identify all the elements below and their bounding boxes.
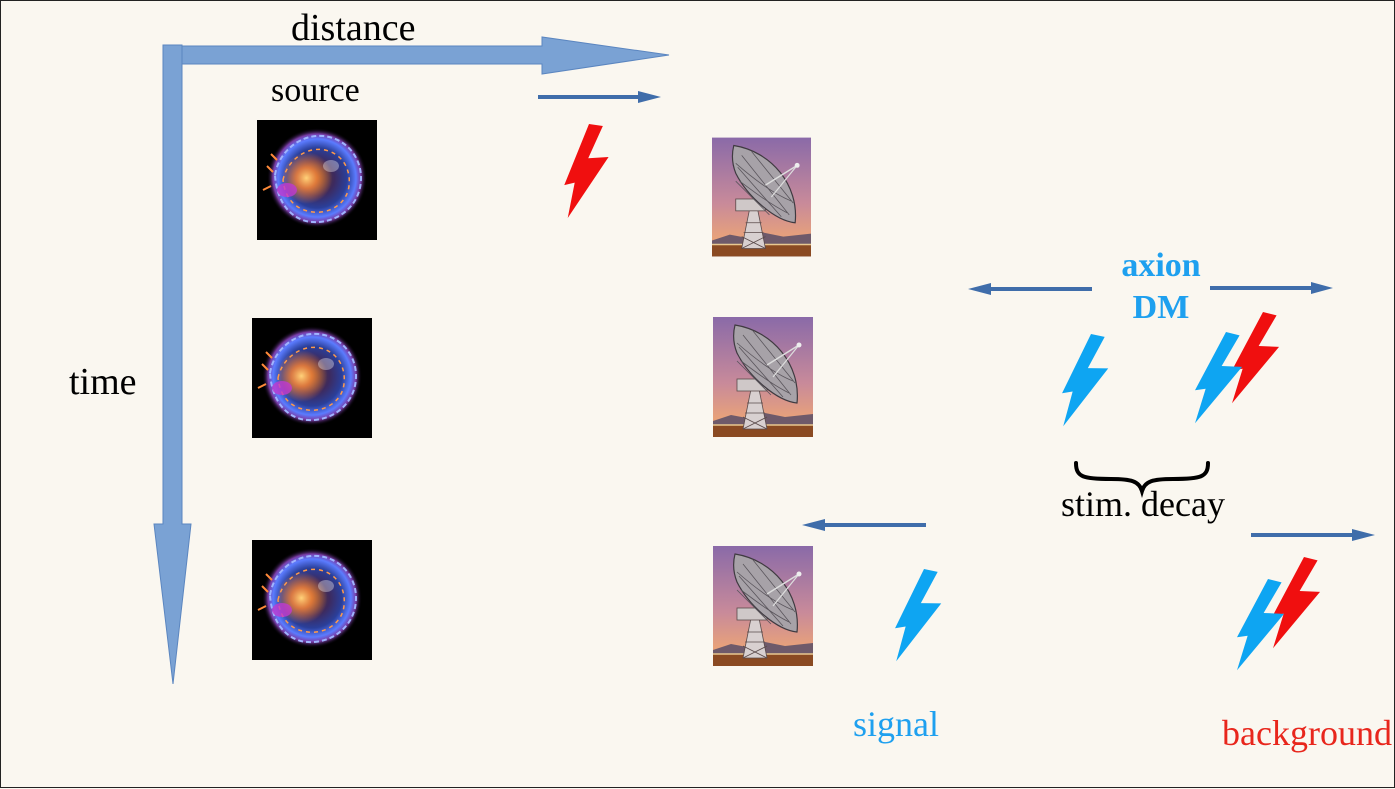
stimulated-decay-label: stim. decay <box>1061 484 1225 524</box>
propagation-arrow-right-background <box>1251 529 1375 541</box>
signal-label: signal <box>853 704 939 744</box>
telescope-image-3 <box>713 546 813 666</box>
propagation-arrow-right-1 <box>538 91 661 103</box>
propagation-arrow-left-axion <box>968 283 1092 295</box>
red-photon-bolt-right <box>1231 312 1280 404</box>
distance-axis-label: distance <box>291 7 416 49</box>
telescope-image-1 <box>712 137 811 257</box>
red-photon-bolt-source <box>564 124 609 218</box>
blue-photon-bolt-background <box>1236 579 1285 671</box>
red-photon-bolt-background <box>1272 557 1321 649</box>
supernova-image-2 <box>252 318 372 438</box>
time-axis <box>153 44 192 685</box>
axion-label-line2: DM <box>1132 289 1190 326</box>
axion-dm-label: axion DM <box>1111 245 1211 329</box>
supernova-image-3 <box>252 540 372 660</box>
blue-photon-bolt-signal <box>895 569 942 662</box>
blue-photon-bolt-left <box>1062 334 1109 427</box>
propagation-arrow-left-signal <box>802 519 926 531</box>
blue-photon-bolt-right <box>1194 332 1243 424</box>
time-axis-label: time <box>69 361 137 403</box>
background-label: background <box>1222 713 1392 753</box>
distance-time-axes <box>162 36 670 75</box>
stimulated-decay-brace <box>1074 461 1210 498</box>
supernova-image-1 <box>257 120 377 240</box>
telescope-image-2 <box>713 317 813 437</box>
source-label: source <box>271 72 360 109</box>
propagation-arrow-right-axion <box>1210 282 1333 294</box>
axion-label-line1: axion <box>1121 247 1201 284</box>
